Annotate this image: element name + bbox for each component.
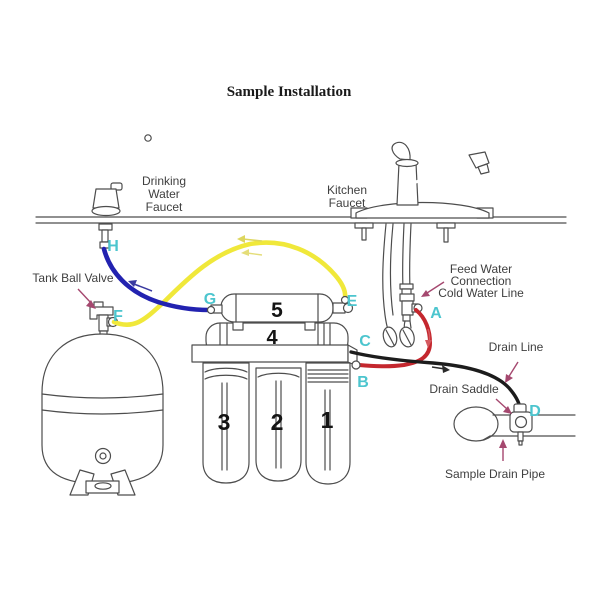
- fitting-ball-g: [206, 305, 216, 315]
- supply-pipes: [382, 223, 423, 348]
- blue-flow-arrowhead: [128, 280, 137, 287]
- filter-assembly: [191, 293, 358, 485]
- trap-bulb: [453, 406, 499, 442]
- connection-point-d: D: [529, 403, 541, 420]
- connection-point-f: F: [113, 308, 123, 325]
- spout-nozzle: [468, 151, 490, 169]
- connection-point-letters: H G F E A C B D: [107, 238, 541, 420]
- tank-ball-valve-pointer: [77, 288, 93, 305]
- faucet-mount-nut: [98, 223, 113, 231]
- label-drain-saddle: Drain Saddle: [429, 382, 499, 396]
- storage-tank: [41, 301, 164, 496]
- diagram-title: Sample Installation: [227, 84, 352, 100]
- label-feed-water-line1: Feed Water: [450, 262, 512, 276]
- label-drain-line: Drain Line: [489, 340, 544, 354]
- label-tank-ball-valve: Tank Ball Valve: [32, 271, 113, 285]
- filter-canister-3: [202, 362, 250, 484]
- drain-line-tube-black: [349, 350, 522, 410]
- text-labels: Drinking Water Faucet Kitchen Faucet Tan…: [32, 174, 545, 481]
- drain-saddle-drawing: [509, 403, 533, 446]
- tank-base: [69, 469, 136, 496]
- filter-canister-2: [255, 367, 302, 482]
- stage-number-3: 3: [218, 409, 231, 435]
- label-drinking-water-faucet-line2: Water: [148, 187, 180, 201]
- label-feed-water-line2: Connection: [451, 274, 512, 288]
- stage-number-2: 2: [271, 409, 284, 435]
- stage-number-5: 5: [271, 299, 283, 322]
- label-drinking-water-faucet-line3: Faucet: [146, 200, 183, 214]
- sample-drain-pipe-drawing: [453, 406, 576, 442]
- label-kitchen-faucet-line1: Kitchen: [327, 183, 367, 197]
- faucet-to-filter-tube-blue: [101, 246, 212, 313]
- tank-to-membrane-tube-yellow: [111, 240, 348, 328]
- stage-number-4: 4: [266, 327, 278, 349]
- yellow-flow-arrow-2: [246, 252, 263, 256]
- pointer-arrows: [77, 281, 519, 461]
- kitchen-faucet: [350, 141, 494, 243]
- filter-canister-1: [305, 362, 351, 485]
- connection-point-e: E: [347, 293, 358, 310]
- label-sample-drain-pipe: Sample Drain Pipe: [445, 467, 545, 481]
- sample-drain-pipe-pointer-head: [499, 439, 507, 448]
- escutcheon-plate: [355, 201, 490, 219]
- drain-line-pointer-head: [505, 374, 513, 383]
- black-flow-arrowhead: [442, 365, 450, 373]
- drinking-water-faucet: [91, 122, 152, 249]
- drain-saddle-pointer-head: [503, 406, 512, 414]
- feed-water-pointer: [426, 281, 445, 294]
- connection-point-c: C: [359, 333, 371, 350]
- label-drinking-water-faucet-line1: Drinking: [142, 174, 186, 188]
- feed-water-tube-red: [357, 308, 433, 369]
- yellow-flow-arrowhead-2: [241, 249, 249, 256]
- drain-line-pointer: [507, 361, 519, 379]
- stage-number-1: 1: [321, 407, 334, 433]
- drain-saddle-pointer: [495, 398, 508, 410]
- label-feed-water-line3: Cold Water Line: [438, 286, 524, 300]
- fitting-ball-b: [351, 360, 361, 370]
- mount-bolt-left: [354, 222, 374, 229]
- blue-flow-arrow: [133, 283, 153, 292]
- faucet-body: [396, 162, 419, 206]
- stage-numbers: 5 4 3 2 1: [218, 299, 334, 435]
- feed-water-pointer-head: [421, 290, 430, 297]
- mount-bolt-right: [436, 222, 456, 229]
- connection-point-b: B: [357, 374, 369, 391]
- faucet-nozzle-tip: [144, 134, 152, 142]
- yellow-flow-arrowhead-1: [237, 235, 245, 243]
- tank-port: [94, 447, 112, 465]
- yellow-flow-arrow-1: [242, 238, 263, 242]
- faucet-handle: [391, 141, 411, 161]
- connection-point-a: A: [430, 305, 442, 322]
- feed-water-valve: [399, 293, 423, 316]
- tank-ball-valve-pointer-head: [86, 300, 96, 309]
- filter-housing-5: [210, 293, 354, 323]
- tank-body: [41, 333, 164, 485]
- connection-point-h: H: [107, 238, 119, 255]
- label-kitchen-faucet-line2: Faucet: [329, 196, 366, 210]
- fitting-ball-e: [340, 295, 350, 305]
- flow-arrows: [128, 235, 450, 373]
- red-flow-arrowhead: [425, 340, 432, 348]
- connection-point-g: G: [204, 291, 216, 308]
